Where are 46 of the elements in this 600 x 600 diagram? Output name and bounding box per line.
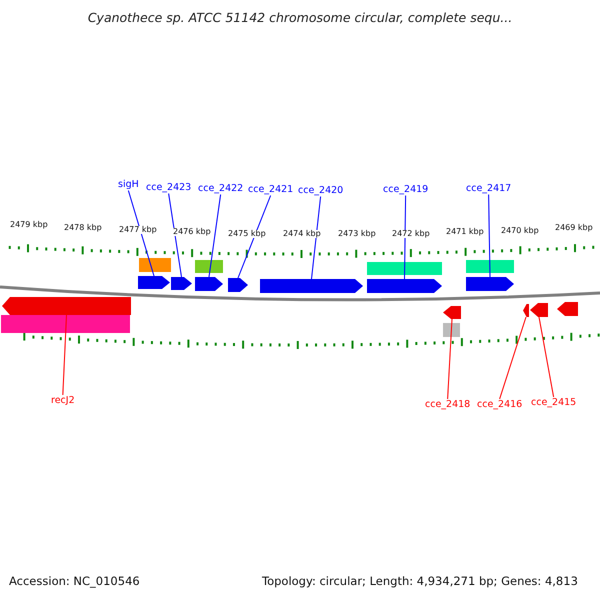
gene-feature — [138, 276, 170, 289]
scale-label: 2472 kbp — [392, 230, 430, 238]
leader-line — [447, 318, 452, 400]
gene-feature — [443, 306, 461, 319]
gene-label: cce_2415 — [531, 398, 576, 408]
scale-label: 2471 kbp — [446, 228, 484, 236]
leader-line — [62, 314, 67, 396]
leader-line — [499, 316, 526, 400]
gene-label: cce_2421 — [248, 185, 294, 194]
leader-line — [488, 194, 490, 278]
gene-feature — [195, 277, 223, 291]
leader-line — [538, 316, 554, 398]
scale-label: 2476 kbp — [173, 228, 211, 236]
gene-label: sigH — [118, 180, 139, 190]
gene-feature — [367, 279, 442, 293]
gene-label: cce_2418 — [425, 400, 470, 410]
scale-label: 2477 kbp — [119, 226, 157, 234]
scale-label: 2473 kbp — [338, 230, 376, 238]
leader-line — [128, 190, 154, 276]
leader-line — [311, 196, 322, 280]
gene-label: cce_2416 — [477, 400, 522, 410]
footer-text: Accession: NC_010546 — [9, 576, 140, 588]
gene-feature — [171, 277, 192, 290]
scale-label: 2478 kbp — [64, 224, 102, 232]
gene-label: cce_2417 — [466, 184, 512, 194]
gene-label: cce_2422 — [198, 184, 244, 194]
gene-feature — [228, 278, 248, 292]
scale-label: 2469 kbp — [555, 224, 593, 232]
scale-label: 2479 kbp — [10, 221, 48, 229]
scale-label: 2474 kbp — [283, 230, 321, 238]
gene-label: cce_2419 — [383, 185, 428, 194]
gene-feature — [557, 302, 578, 316]
gene-feature — [260, 279, 363, 293]
leader-line — [168, 193, 182, 278]
scale-label: 2475 kbp — [228, 230, 266, 238]
gene-label: cce_2423 — [146, 183, 192, 192]
gene-label: recJ2 — [51, 396, 75, 406]
leader-line — [238, 195, 272, 278]
leader-line — [208, 194, 222, 278]
footer-text: Topology: circular; Length: 4,934,271 bp; Genes: 4,813 — [262, 576, 578, 588]
gene-label: cce_2420 — [298, 186, 344, 196]
gene-feature — [466, 277, 514, 291]
gene-feature — [2, 297, 131, 315]
title: Cyanothece sp. ATCC 51142 chromosome circular, complete sequ... — [86, 12, 514, 24]
leader-line — [404, 195, 406, 280]
scale-label: 2470 kbp — [501, 227, 539, 235]
